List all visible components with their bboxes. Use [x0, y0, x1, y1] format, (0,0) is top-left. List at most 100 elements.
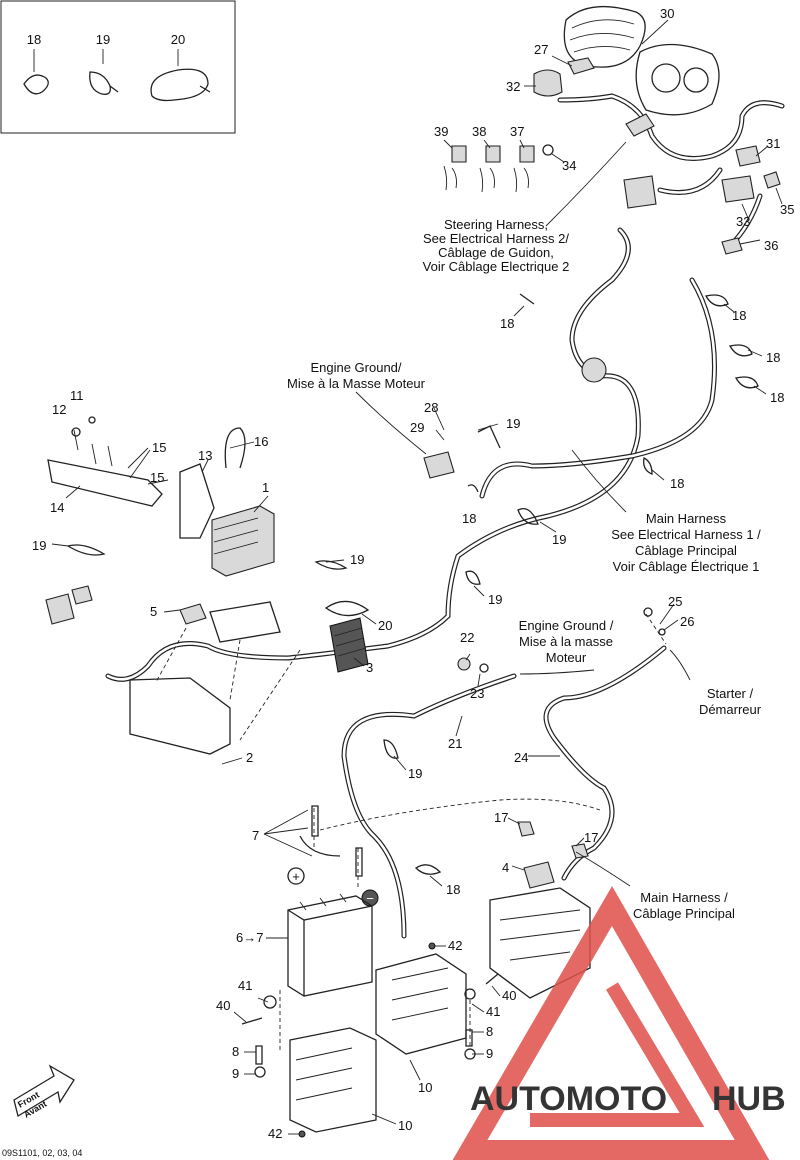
steering-harness-line1: Steering Harness, — [444, 217, 548, 232]
battery-tray-10 — [375, 953, 467, 1055]
cable-tie-medium-icon — [89, 71, 119, 95]
engine-ground-2-line2: Mise à la masse — [519, 634, 613, 649]
callout-13: 13 — [198, 448, 212, 463]
callout-15a: 15 — [152, 440, 166, 455]
callout-15b: 15 — [150, 470, 164, 485]
main-harness — [45, 227, 717, 682]
callout-24: 24 — [514, 750, 528, 765]
callout-30: 30 — [660, 6, 674, 21]
callout-42b: 42 — [268, 1126, 282, 1141]
washer-9a-icon — [254, 1066, 266, 1078]
callout-14: 14 — [50, 500, 64, 515]
plus-symbol — [287, 867, 305, 885]
connector-28-29 — [423, 451, 455, 479]
callout-29: 29 — [410, 420, 424, 435]
starter-line1: Starter / — [707, 686, 754, 701]
bolt-8a-icon — [255, 1045, 263, 1065]
bolt-40a-icon — [241, 1017, 263, 1025]
nut-25-icon — [643, 607, 653, 617]
tray-2 — [129, 677, 231, 755]
callout-18c: 18 — [766, 350, 780, 365]
bolt-8b-icon — [465, 1029, 473, 1047]
engine-ground-1-line2: Mise à la Masse Moteur — [287, 376, 426, 391]
callout-8b: 8 — [486, 1024, 493, 1039]
watermark-triangle-outer — [452, 886, 770, 1160]
callout-19a: 19 — [32, 538, 46, 553]
battery-group: + − — [241, 805, 499, 1138]
relay-5 — [179, 603, 207, 625]
callout-8a: 8 — [232, 1044, 239, 1059]
callout-33: 33 — [736, 214, 750, 229]
bulb-38 — [485, 145, 501, 163]
washer-41b-icon — [464, 988, 476, 1000]
steering-harness-line2: See Electrical Harness 2/ — [423, 231, 569, 246]
callout-19b: 19 — [350, 552, 364, 567]
callout-25: 25 — [668, 594, 682, 609]
callout-2: 2 — [246, 750, 253, 765]
callout-12: 12 — [52, 402, 66, 417]
legend-label-20: 20 — [171, 32, 185, 47]
callout-17b: 17 — [584, 830, 598, 845]
callout-20: 20 — [378, 618, 392, 633]
steering-harness-line4: Voir Câblage Electrique 2 — [423, 259, 570, 274]
watermark-text-hub: HUB — [712, 1080, 786, 1118]
washer-23-icon — [479, 663, 489, 673]
callout-23: 23 — [470, 686, 484, 701]
callout-21: 21 — [448, 736, 462, 751]
callout-26: 26 — [680, 614, 694, 629]
cable-positive — [299, 835, 341, 857]
callout-1: 1 — [262, 480, 269, 495]
grommet-34-icon — [542, 144, 554, 156]
callout-31: 31 — [766, 136, 780, 151]
connector-36 — [721, 237, 743, 255]
leader-lines — [51, 19, 783, 1135]
callout-10a: 10 — [418, 1080, 432, 1095]
callout-37: 37 — [510, 124, 524, 139]
main-harness-1-line4: Voir Câblage Électrique 1 — [613, 559, 760, 574]
connector-31 — [735, 145, 761, 167]
battery-box-10 — [289, 1027, 377, 1133]
bulb-37 — [519, 145, 535, 163]
bolt-7b — [355, 847, 363, 877]
cable-tie-small-icon — [23, 74, 49, 95]
bolt-7a — [311, 805, 319, 837]
steering-harness-line3: Câblage de Guidon, — [438, 245, 554, 260]
callout-40b: 40 — [502, 988, 516, 1003]
screw-11-icon — [88, 416, 96, 424]
callout-42a: 42 — [448, 938, 462, 953]
fuse-box — [209, 601, 281, 643]
bracket-13 — [179, 463, 215, 539]
washer-26-icon — [658, 628, 666, 636]
battery-6 — [287, 895, 373, 997]
callout-5: 5 — [150, 604, 157, 619]
watermark-triangle-inner — [530, 982, 705, 1127]
callout-18a: 18 — [500, 316, 514, 331]
callout-4: 4 — [502, 860, 509, 875]
cable-24 — [543, 645, 667, 881]
callout-32: 32 — [506, 79, 520, 94]
callout-9a: 9 — [232, 1066, 239, 1081]
callout-18f: 18 — [462, 511, 476, 526]
bolt-40b-icon — [485, 973, 499, 985]
callout-7: 7 — [252, 828, 259, 843]
callout-numbers: 30 27 32 39 38 37 34 31 35 33 36 18 18 1… — [32, 6, 794, 1141]
cluster-cover — [563, 6, 646, 68]
main-harness-1-line3: Câblage Principal — [635, 543, 737, 558]
battery-plus-label: + — [292, 869, 300, 884]
instrument-cluster-assembly — [533, 6, 785, 255]
callout-18g: 18 — [446, 882, 460, 897]
switch-33 — [721, 175, 755, 203]
wire-left-end — [45, 593, 75, 625]
callout-38: 38 — [472, 124, 486, 139]
bulb-group — [443, 145, 535, 193]
callout-18d: 18 — [770, 390, 784, 405]
battery-minus-label: − — [366, 891, 374, 906]
solenoid-4 — [523, 861, 555, 889]
bulb-39 — [451, 145, 467, 163]
callout-19e: 19 — [488, 592, 502, 607]
engine-ground-2-line3: Moteur — [546, 650, 587, 665]
connector-27 — [567, 57, 595, 75]
cylinder-connector-34 — [625, 113, 655, 137]
front-arrow: Front Avant — [13, 1064, 75, 1120]
relay-block — [623, 175, 657, 209]
